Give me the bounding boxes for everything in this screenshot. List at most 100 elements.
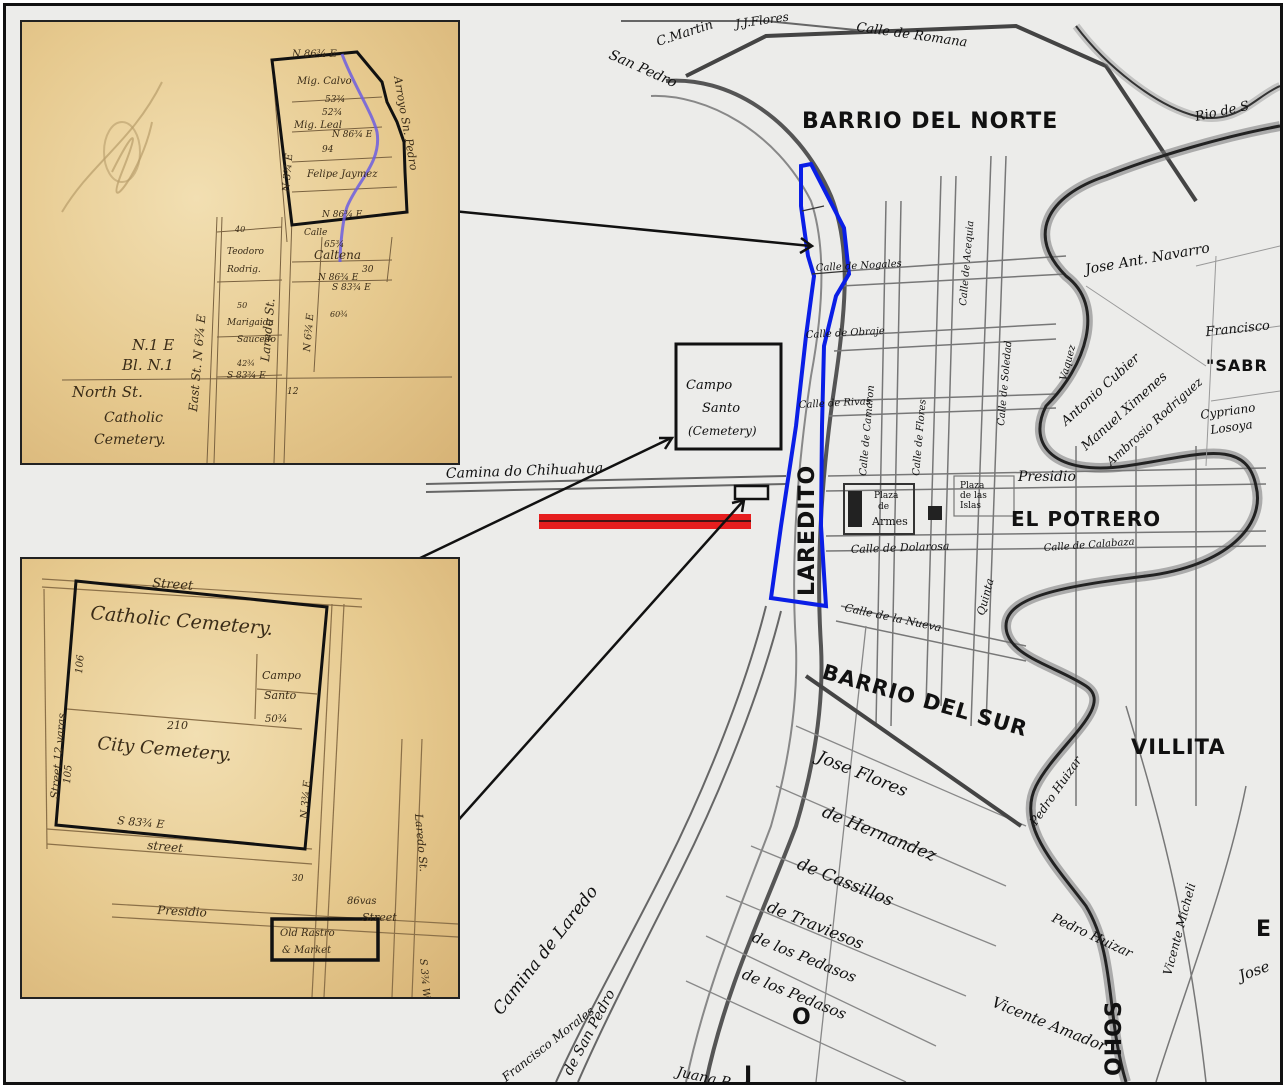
label-calle-obraje: Calle de Obraje [806,326,886,341]
it-calles: Calle [304,228,327,238]
label-calle-nogales: Calle de Nogales [816,259,902,274]
ib-street-left: Street 12 varas [48,712,68,799]
it-s83: S 83¾ E [227,370,266,381]
laredito-divider [801,205,825,212]
inset-bottom-outline [54,579,329,851]
ib-n3-e: N 3¾ E [299,779,313,820]
label-plaza-armes-1: Plaza [874,491,899,501]
south-boundary [804,674,1023,828]
it-s83b: S 83¾ E [332,282,371,293]
it-n1: N.1 E [131,336,174,354]
ib-s83: S 83¾ E [117,814,165,831]
label-villita: VILLITA [1131,735,1226,759]
ib-market: & Market [282,945,332,956]
right-lots [1085,245,1280,467]
it-bl1: Bl. N.1 [121,356,174,374]
it-caltena: Caltena [314,248,361,262]
it-n86b: N 86¾ E [331,129,373,140]
rastro-marker-box [733,484,770,501]
label-campo-2: Santo [702,401,740,416]
label-barrio-del-norte: BARRIO DEL NORTE [802,109,1058,134]
laredito-divider-2 [811,270,849,275]
ib-city-cemetery: City Cemetery. [97,733,233,766]
label-plaza-islas-3: Islas [960,501,981,511]
it-cemetery: Cemetery. [94,432,166,448]
label-j: J [742,1063,753,1082]
old-rastro-box [270,917,380,962]
label-plaza-armes-3: Armes [871,515,908,528]
ib-santo: Santo [264,689,297,702]
it-marigoida: Marigaida [226,318,274,328]
inset-top-scribble-2 [103,121,141,183]
ib-street-right: Street [362,911,397,924]
inset-bottom-map: Street Catholic Cemetery. Campo Santo 50… [41,576,458,997]
inset-top-map: N 86¾ E Mig. Calvo 53¾ 52¾ Mig. Leal N 8… [61,49,453,463]
label-campo-1: Campo [686,378,732,393]
plaza-church [928,506,942,520]
north-boundary [685,23,1198,203]
it-num53: 53¾ [325,94,345,105]
ib-old-rastro: Old Rastro [280,928,335,939]
ib-laredo-st: Laredo St. [412,812,430,872]
it-n86c: N 86¾ E [321,209,363,220]
camina-laredo-road-2 [577,610,782,1082]
inset-bottom-labels: Street Catholic Cemetery. Campo Santo 50… [48,576,431,997]
inset-bottom-survey: Street Catholic Cemetery. Campo Santo 50… [20,557,460,999]
plaza-de-armes [843,483,915,535]
label-plaza-islas-2: de las [960,491,987,501]
ib-num50: 50¾ [265,714,287,725]
it-mig-calvo: Mig. Calvo [296,76,352,87]
it-num40: 40 [234,225,245,234]
it-saucedo: Saucedo [237,335,276,345]
camina-laredo-road [555,605,767,1082]
it-num42: 42¾ [236,359,255,368]
label-sabr: "SABR [1206,356,1268,375]
it-num30: 30 [362,265,374,275]
ib-num105: 105 [62,764,75,784]
it-n6-e: N 6¾ E [302,312,316,353]
label-losoya: Losoya [1208,417,1253,437]
it-north-st: North St. [71,383,143,401]
label-campo-3: (Cemetery) [688,424,757,438]
ib-catholic-cemetery: Catholic Cemetery. [90,602,274,640]
label-el-potrero: EL POTRERO [1011,507,1161,531]
inset-top-outline [270,50,409,227]
label-plaza-armes-2: de [878,502,889,512]
label-calle-dolorosa: Calle de Dolarosa [851,540,950,556]
label-e: E [1256,917,1272,942]
acequia-right-2 [1155,785,1247,1082]
inset-top-labels: N 86¾ E Mig. Calvo 53¾ 52¾ Mig. Leal N 8… [71,49,420,448]
it-num65: 65¾ [324,239,344,250]
it-n86: N 86¾ E [291,49,338,60]
label-o: O [792,1005,812,1030]
ib-num106: 106 [74,654,87,675]
label-ohos: OHOS [1102,1000,1127,1076]
label-calle-rivas: Calle de Rivas [799,396,872,411]
inset-top-purple-line [338,53,380,263]
it-teodoro: Teodoro [227,247,265,257]
it-laredo-st: Laredo St. [258,298,278,364]
it-arroyo: Arroyo Sn. Pedro [391,74,421,172]
chihuahua-road [425,475,787,485]
upper-right-creek-line [1075,25,1280,119]
it-num94: 94 [322,145,334,155]
label-presidio: Presidio [1017,469,1076,485]
laredito-outline [768,161,852,609]
ib-num210: 210 [166,719,188,732]
it-num60: 60¾ [330,310,348,319]
it-num52: 52¾ [322,107,342,118]
ib-campo: Campo [262,669,301,682]
north-road [621,20,867,32]
ib-street-mid: street [147,838,184,855]
it-n86d: N 86¾ E [317,272,359,283]
ib-s3: S 3¾ W [417,958,431,997]
label-camina-chihuahua: Camina do Chihuahua [446,461,604,482]
map-frame: BARRIO DEL NORTE BARRIO DEL SUR LAREDITO… [3,3,1283,1085]
plaza-de-armes-church [848,491,862,527]
southern-lots [685,625,1027,1082]
it-n3-e: N 3¾ E [281,152,295,193]
it-felipe: Felipe Jaymez [306,169,378,180]
ib-num30: 30 [292,874,304,884]
it-rodrigz: Rodrig. [226,265,261,275]
inset-bottom-streets [41,578,458,997]
